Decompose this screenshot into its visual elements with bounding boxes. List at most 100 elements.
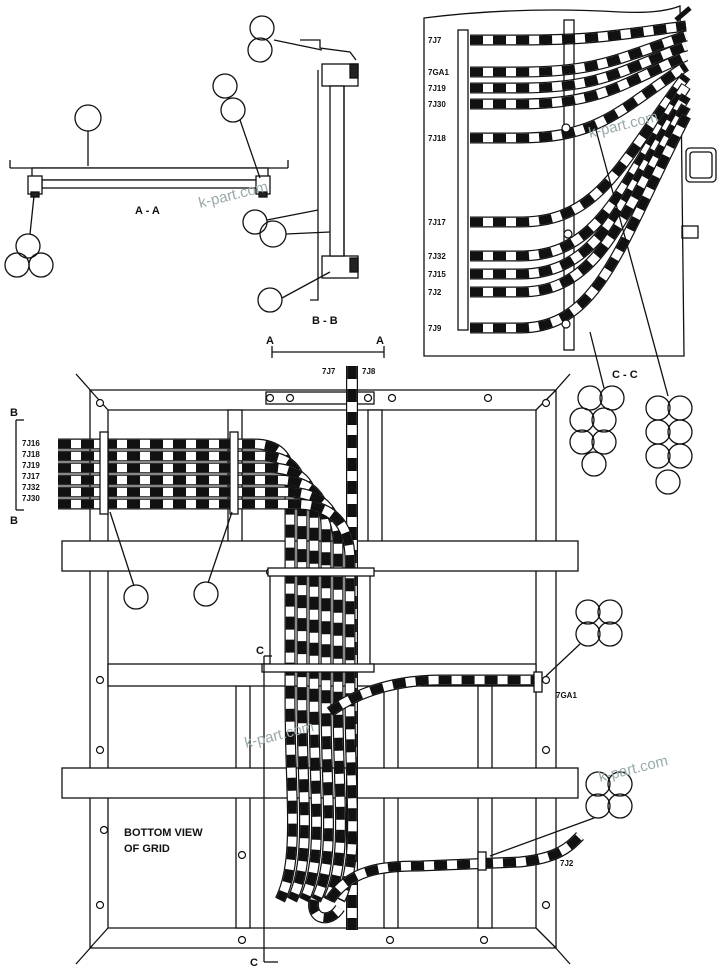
connector-label-7j2: 7J2 xyxy=(428,288,442,297)
callout-balloon xyxy=(220,97,246,123)
wire-cable xyxy=(58,438,298,903)
wire-cable xyxy=(58,474,334,903)
wire-cable xyxy=(308,898,345,924)
callout-balloon xyxy=(591,407,617,433)
callout-balloon xyxy=(607,793,633,819)
callout-balloon xyxy=(242,209,268,235)
bolt-hole xyxy=(541,675,551,685)
view-cc-balloons xyxy=(569,129,693,495)
connector-label-7j18: 7J18 xyxy=(22,450,40,459)
callout-balloon xyxy=(645,419,671,445)
wire-cable xyxy=(470,93,691,280)
callout-balloon xyxy=(249,15,275,41)
wire-cable xyxy=(58,450,310,903)
callout-balloon xyxy=(655,469,681,495)
bottom-view-note-line1: BOTTOM VIEW xyxy=(124,827,203,839)
callout-balloon xyxy=(581,451,607,477)
connector-label-7j30: 7J30 xyxy=(428,100,446,109)
wire-cable xyxy=(470,103,691,298)
wire-cable xyxy=(326,674,540,717)
callout-balloon xyxy=(599,385,625,411)
callout-balloon xyxy=(212,73,238,99)
bolt-hole xyxy=(237,935,247,945)
callout-balloon xyxy=(569,407,595,433)
section-label-aa: A - A xyxy=(135,205,160,217)
connector-label-7ga1: 7GA1 xyxy=(556,691,577,700)
wire-cable xyxy=(470,72,691,228)
grid-bolts xyxy=(95,393,551,945)
cut-a-right: A xyxy=(376,335,384,347)
callout-balloon xyxy=(575,599,601,625)
wire-cable xyxy=(470,83,691,262)
callout-balloon xyxy=(645,395,671,421)
callout-balloon xyxy=(259,220,287,248)
bolt-hole xyxy=(541,398,551,408)
callout-balloon xyxy=(591,429,617,455)
connector-label-7j9: 7J9 xyxy=(428,324,442,333)
bolt-hole xyxy=(95,900,105,910)
connector-label-7j7: 7J7 xyxy=(322,367,336,376)
callout-balloon xyxy=(193,581,219,607)
watermark: k-part.com xyxy=(597,752,670,786)
connector-label-7ga1: 7GA1 xyxy=(428,68,449,77)
bolt-hole xyxy=(285,393,295,403)
view-aa xyxy=(4,73,289,278)
section-label-bb: B - B xyxy=(312,315,338,327)
connector-label-7j7: 7J7 xyxy=(428,36,442,45)
wire-cable xyxy=(470,30,688,78)
connector-label-7j19: 7J19 xyxy=(22,461,40,470)
callout-balloon xyxy=(645,443,671,469)
callout-balloon xyxy=(667,443,693,469)
bolt-hole xyxy=(541,900,551,910)
view-cc-clip xyxy=(561,123,573,329)
bottom-view-note-line2: OF GRID xyxy=(124,843,170,855)
main-callouts xyxy=(15,346,633,963)
connector-label-7j17: 7J17 xyxy=(428,218,446,227)
bolt-hole xyxy=(95,745,105,755)
callout-balloon xyxy=(597,621,623,647)
callout-balloon xyxy=(667,395,693,421)
callout-balloon xyxy=(577,385,603,411)
callout-balloon xyxy=(667,419,693,445)
callout-balloon xyxy=(74,104,102,132)
wire-cable xyxy=(470,113,691,334)
callout-balloon xyxy=(585,793,611,819)
connector-label-7j32: 7J32 xyxy=(22,483,40,492)
bolt-hole xyxy=(95,675,105,685)
connector-label-7j30: 7J30 xyxy=(22,494,40,503)
callout-balloon xyxy=(4,252,30,278)
view-bb xyxy=(242,15,359,313)
cut-c-bottom: C xyxy=(250,957,258,969)
wire-cable xyxy=(325,832,584,904)
bolt-hole xyxy=(265,393,275,403)
cut-b-top: B xyxy=(10,407,18,419)
cut-b-bottom: B xyxy=(10,515,18,527)
connector-label-7j32: 7J32 xyxy=(428,252,446,261)
wire-cable xyxy=(470,61,690,144)
bolt-hole xyxy=(541,745,551,755)
wire-cable xyxy=(470,50,689,110)
callout-balloon xyxy=(585,771,611,797)
callout-balloon xyxy=(597,599,623,625)
callout-balloon xyxy=(569,429,595,455)
wire-cable xyxy=(470,20,687,46)
view-cc xyxy=(423,5,717,357)
callout-balloon xyxy=(15,233,41,259)
callout-balloon xyxy=(607,771,633,797)
bolt-hole xyxy=(95,398,105,408)
connector-label-7j2: 7J2 xyxy=(560,859,574,868)
connector-label-7j19: 7J19 xyxy=(428,84,446,93)
wire-cable xyxy=(470,40,688,94)
bolt-hole xyxy=(483,393,493,403)
cut-c-top: C xyxy=(256,645,264,657)
bolt-hole xyxy=(237,850,247,860)
cut-a-left: A xyxy=(266,335,274,347)
connector-label-7j15: 7J15 xyxy=(428,270,446,279)
bolt-hole xyxy=(387,393,397,403)
view-cc-connector-labels: 7J7 7GA1 7J19 7J30 7J18 7J17 7J32 7J15 7J2 7J9 xyxy=(428,36,449,333)
callout-balloon xyxy=(28,252,54,278)
connector-label-7j18: 7J18 xyxy=(428,134,446,143)
